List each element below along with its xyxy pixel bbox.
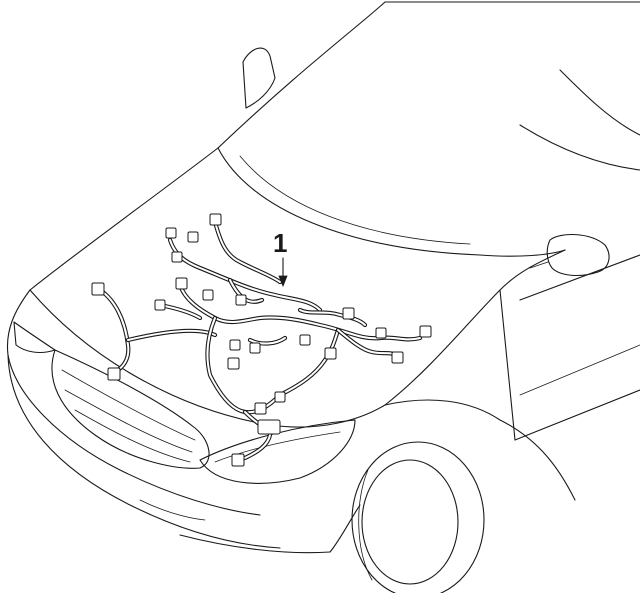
tire-tread [358,469,373,581]
car-body-outline [6,1,640,598]
callout-1: 1 [273,228,288,288]
connector [91,282,105,296]
connector [235,294,247,306]
connector [202,289,214,301]
wiper-arm [242,47,276,109]
hood-front-edge [29,289,386,428]
door-front-edge [499,289,516,441]
door-sill [514,389,640,441]
connector [165,227,177,239]
connector [229,339,241,351]
fender-lower [329,504,361,553]
a-pillar-inner [519,124,640,171]
connector [324,347,337,360]
connector [257,419,281,435]
connector [375,327,387,339]
harness-connectors [91,213,432,467]
connector [209,213,222,226]
cowl-line [217,147,566,257]
side-mirror [546,234,610,277]
tire-outer [351,441,485,598]
door-crease [519,344,640,396]
connector [107,367,121,381]
connector [299,334,311,346]
connector [391,351,404,364]
hood-left-edge [29,147,219,291]
window-bottom [519,254,640,301]
connector [231,453,245,467]
connector [227,357,240,370]
bumper-upper [6,289,261,516]
leader-arrow-icon [278,257,288,288]
bumper-lower [7,354,281,549]
callout-number: 1 [273,228,287,258]
windshield-line [217,1,386,149]
a-pillar [559,69,640,136]
fender-top [384,399,576,501]
connector [342,307,355,320]
engine-wiring-harness-icon [91,213,432,467]
cowl-line-inner [239,155,471,245]
connector [274,391,286,403]
connector [171,251,183,263]
connector [175,277,188,290]
connector [249,342,261,354]
side-mirror-stalk [529,261,549,269]
connector [254,402,267,415]
connector [419,325,432,338]
grille-bar-2 [64,389,193,453]
grille-bar-3 [74,409,191,463]
connector [154,299,166,311]
connector [187,231,199,243]
air-dam [179,534,331,554]
tire-inner [361,459,459,585]
grille-bar-1 [61,369,196,441]
grille-outline [51,349,210,469]
hood-right-edge [384,249,566,406]
fog-lamp-left [139,499,206,521]
headlight-right [199,419,356,484]
headlight-right-inner [214,431,341,463]
headlight-left [13,321,56,354]
